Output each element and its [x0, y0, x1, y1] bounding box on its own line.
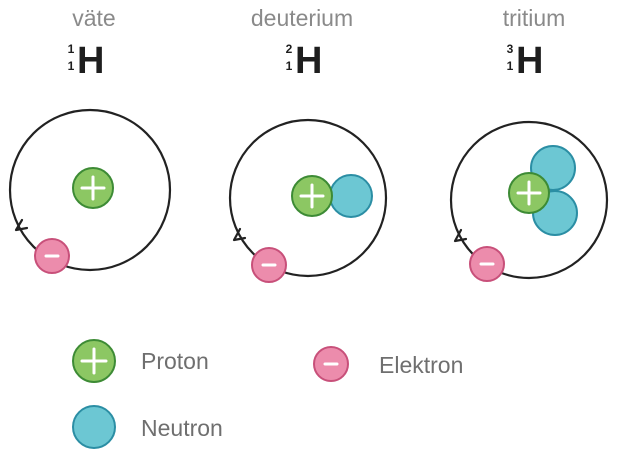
orbit-direction-arrow-icon: [453, 228, 468, 243]
element-symbol: H: [516, 40, 543, 82]
electron: [251, 247, 287, 283]
legend-label-electron: Elektron: [379, 352, 463, 378]
atom-name: väte: [72, 5, 115, 31]
electron-orbit: [8, 108, 172, 272]
circle-icon: [72, 405, 116, 449]
legend: Proton Neutron Elektron: [72, 339, 463, 449]
electron-orbit: [449, 120, 609, 280]
electron: [469, 246, 505, 282]
legend-electron: Elektron: [313, 346, 463, 382]
atomic-number: 1: [68, 59, 75, 73]
legend-proton: Proton: [72, 339, 209, 383]
atom-name: tritium: [503, 5, 566, 31]
atomic-number: 1: [286, 59, 293, 73]
proton: [291, 175, 333, 217]
element-symbol: H: [77, 40, 104, 82]
element-symbol: H: [295, 40, 322, 82]
atom-name: deuterium: [251, 5, 353, 31]
neutron-circle: [329, 174, 373, 218]
electron-orbit: [228, 118, 388, 278]
proton: [508, 172, 550, 214]
legend-label-neutron: Neutron: [141, 415, 223, 441]
electron: [34, 238, 70, 274]
proton: [72, 167, 114, 209]
atom-tritium: tritium 3 1 H: [449, 5, 609, 282]
mass-number: 1: [68, 42, 75, 56]
orbit-direction-arrow-icon: [232, 227, 247, 242]
atom-deuterium: deuterium 2 1 H: [228, 5, 388, 283]
mass-number: 2: [286, 42, 293, 56]
orbit-direction-arrow-icon: [14, 218, 29, 232]
legend-neutron: Neutron: [72, 405, 223, 449]
mass-number: 3: [507, 42, 514, 56]
atomic-number: 1: [507, 59, 514, 73]
neutron: [329, 174, 373, 218]
atom-vate: väte 1 1 H: [8, 5, 172, 274]
legend-label-proton: Proton: [141, 348, 209, 374]
